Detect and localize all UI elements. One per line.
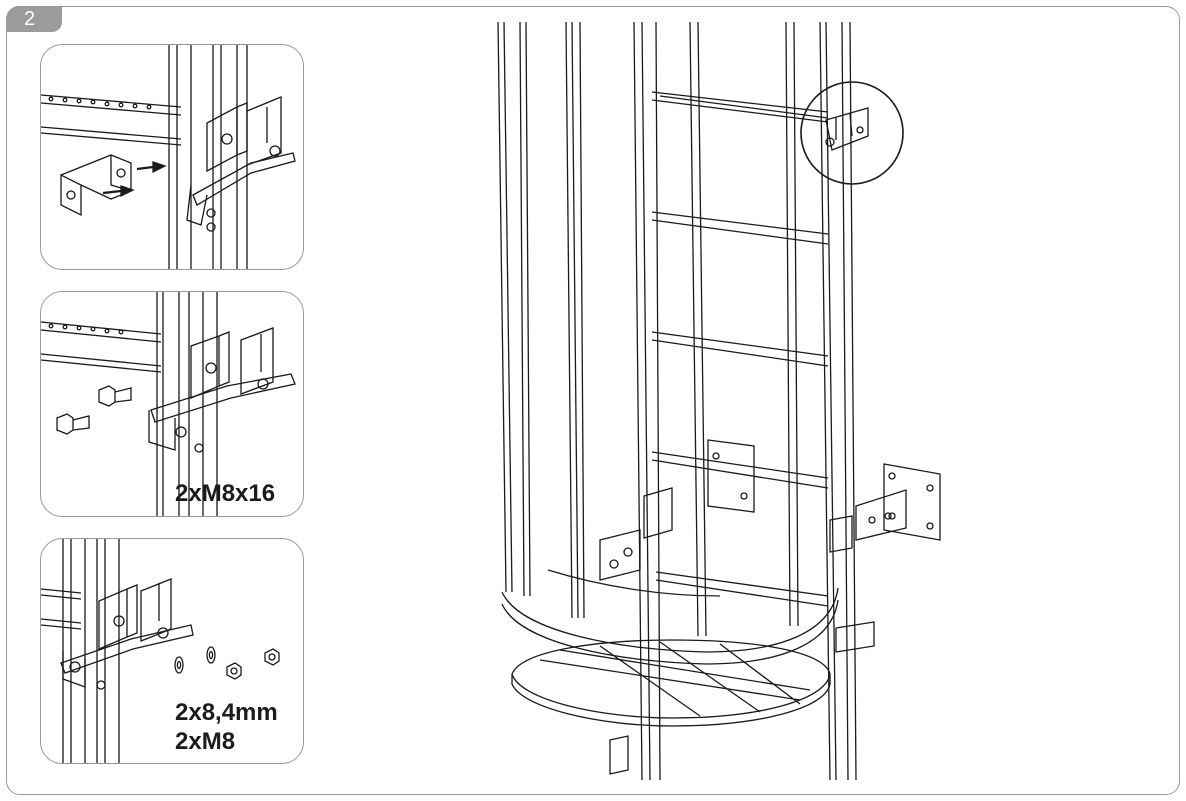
rest-platform bbox=[511, 639, 831, 727]
instruction-frame bbox=[6, 6, 1180, 795]
step-number-badge: 2 bbox=[6, 6, 62, 32]
bolts-drawing bbox=[41, 292, 296, 516]
wall-bracket-right bbox=[855, 463, 941, 541]
wall-bracket-left bbox=[599, 439, 755, 581]
ladder-left-stile bbox=[633, 21, 661, 781]
washers-quantity-label: 2x8,4mm bbox=[175, 699, 278, 726]
cage-vertical-bars bbox=[497, 21, 857, 781]
washers-nuts-drawing bbox=[41, 539, 280, 763]
detail-panel-washers-nuts: 2x8,4mm 2xM8 bbox=[40, 538, 304, 764]
cage-clamp-right bbox=[829, 515, 853, 553]
nuts-quantity-label: 2xM8 bbox=[175, 728, 236, 755]
detail-panel-bolts: 2xM8x16 bbox=[40, 291, 304, 517]
detail-highlight-circle bbox=[800, 81, 904, 185]
bracket-insertion-drawing bbox=[41, 45, 296, 269]
bolts-quantity-label: 2xM8x16 bbox=[175, 480, 276, 507]
detail-panel-insert-bracket bbox=[40, 44, 304, 270]
cage-clamp-left bbox=[643, 487, 673, 539]
cage-hoop bbox=[501, 569, 839, 665]
ladder-rungs bbox=[651, 91, 829, 607]
